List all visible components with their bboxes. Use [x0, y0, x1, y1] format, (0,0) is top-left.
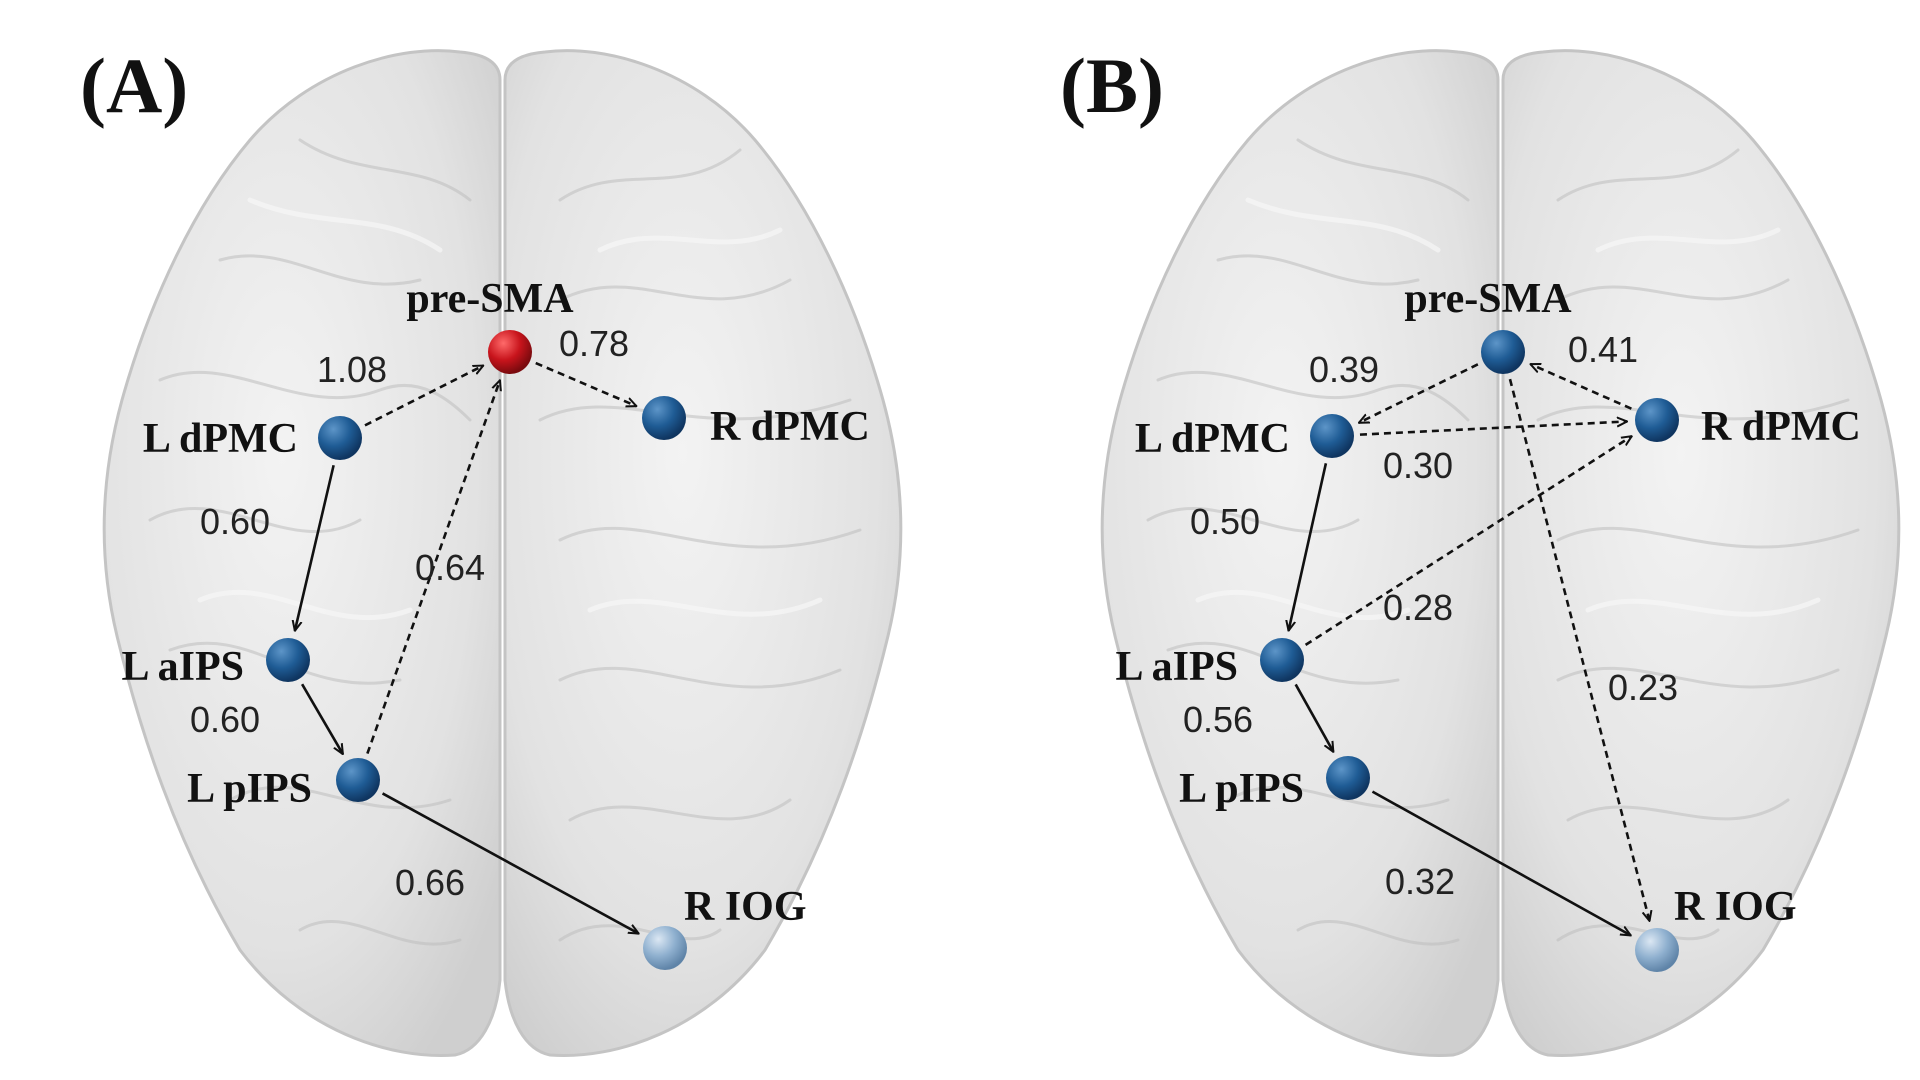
edge-preSMA-to-LdPMC: [1359, 363, 1479, 424]
brain-background: [102, 49, 903, 1058]
node-label-LaIPS: L aIPS: [121, 644, 244, 690]
edge-group: 1.08 0.78 0.60 0.64 0.60 0.66: [190, 323, 639, 934]
node-preSMA: [488, 330, 532, 374]
node-label-RdPMC: R dPMC: [710, 404, 870, 450]
node-label-preSMA: pre-SMA: [406, 276, 574, 322]
node-label-RIOG: R IOG: [684, 884, 807, 930]
edge-group: 0.39 0.41 0.30 0.50 0.28 0.23 0.56 0.32: [1183, 329, 1678, 935]
node-label-LpIPS: L pIPS: [187, 766, 312, 812]
edge-LaIPS-to-LpIPS: [300, 683, 343, 754]
node-RIOG: [1635, 928, 1679, 972]
node-LdPMC: [1310, 414, 1354, 458]
edge-LpIPS-to-RIOG: [381, 792, 639, 933]
edge-preSMA-to-RdPMC: [535, 361, 637, 406]
edge-LdPMC-to-preSMA: [364, 364, 483, 427]
edge-LdPMC-to-LaIPS: [295, 464, 335, 631]
edge-LaIPS-to-LpIPS: [1294, 683, 1334, 751]
node-label-LdPMC: L dPMC: [143, 416, 298, 462]
edge-weight-label: 0.30: [1383, 445, 1453, 486]
edge-LpIPS-to-preSMA: [366, 380, 500, 755]
edge-weight-label: 0.56: [1183, 699, 1253, 740]
edge-weight-label: 0.78: [559, 323, 629, 364]
brain-background: [1100, 49, 1901, 1058]
edge-weight-label: 0.39: [1309, 349, 1379, 390]
edge-weight-label: 0.60: [190, 699, 260, 740]
edge-weight-label: 0.32: [1385, 861, 1455, 902]
right-hemisphere: [1501, 49, 1901, 1058]
panel-b: (B) 0.39 0.41 0.30 0.50 0.28 0.23 0.56 0.32 pre…: [1060, 42, 1901, 1058]
panel-a: (A) 1.08 0.78 0.60 0.64 0.60 0.66 pre-SMA L dP…: [80, 42, 903, 1058]
node-group: pre-SMA L dPMC R dPMC L aIPS L pIPS R IOG: [1115, 276, 1861, 972]
node-label-RdPMC: R dPMC: [1701, 404, 1861, 450]
right-hemisphere: [503, 49, 903, 1058]
edge-weight-label: 1.08: [317, 349, 387, 390]
node-LpIPS: [336, 758, 380, 802]
node-RdPMC: [642, 396, 686, 440]
edge-weight-label: 0.50: [1190, 501, 1260, 542]
edge-LdPMC-to-LaIPS: [1289, 463, 1328, 630]
edge-weight-label: 0.66: [395, 862, 465, 903]
node-RIOG: [643, 926, 687, 970]
node-RdPMC: [1635, 398, 1679, 442]
node-LaIPS: [1260, 638, 1304, 682]
node-label-RIOG: R IOG: [1674, 884, 1797, 930]
edge-weight-label: 0.60: [200, 501, 270, 542]
edge-preSMA-to-RIOG: [1508, 378, 1650, 921]
node-LpIPS: [1326, 756, 1370, 800]
node-LdPMC: [318, 416, 362, 460]
left-hemisphere: [1100, 49, 1500, 1058]
edge-weight-label: 0.64: [415, 547, 485, 588]
panel-label: (B): [1060, 42, 1164, 129]
node-label-LpIPS: L pIPS: [1179, 766, 1304, 812]
node-label-preSMA: pre-SMA: [1404, 276, 1572, 322]
node-label-LaIPS: L aIPS: [1115, 644, 1238, 690]
node-label-LdPMC: L dPMC: [1135, 416, 1290, 462]
edge-weight-label: 0.28: [1383, 587, 1453, 628]
node-group: pre-SMA L dPMC R dPMC L aIPS L pIPS R IOG: [121, 276, 870, 970]
edge-RdPMC-to-preSMA: [1530, 362, 1632, 410]
node-preSMA: [1481, 330, 1525, 374]
brain-gyri: [1146, 138, 1860, 946]
edge-LpIPS-to-RIOG: [1371, 790, 1630, 936]
node-LaIPS: [266, 638, 310, 682]
edge-LaIPS-to-RdPMC: [1304, 436, 1632, 647]
panel-label: (A): [80, 42, 188, 129]
edge-weight-label: 0.41: [1568, 329, 1638, 370]
edge-LdPMC-to-RdPMC: [1359, 421, 1627, 436]
edge-weight-label: 0.23: [1608, 667, 1678, 708]
